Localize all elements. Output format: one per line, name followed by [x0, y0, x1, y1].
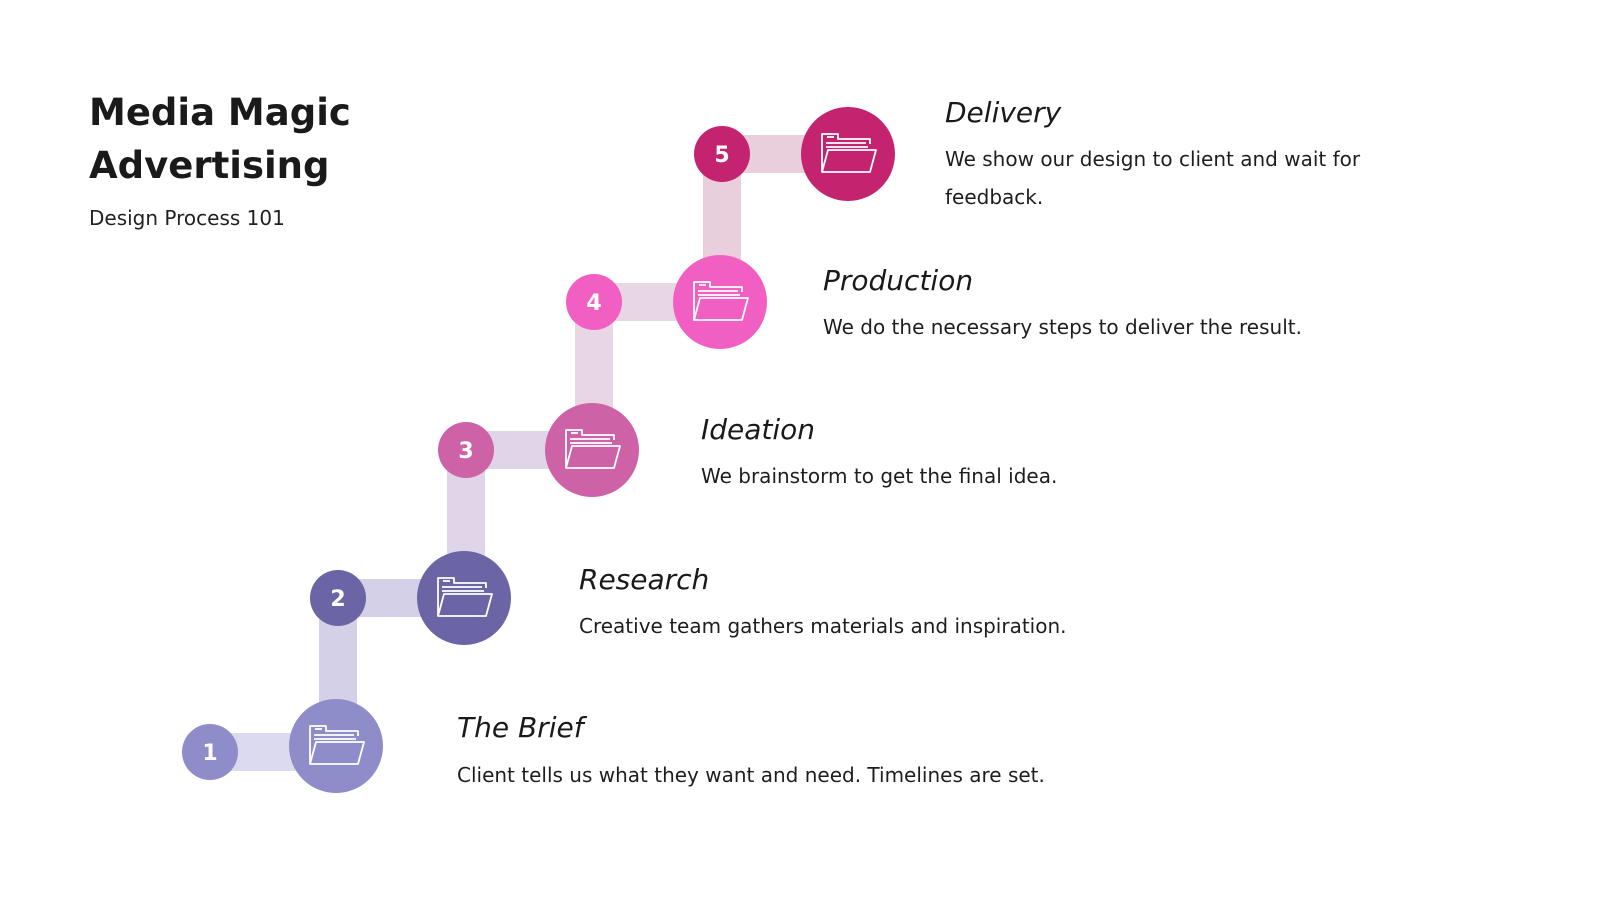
step-4-circle — [673, 255, 767, 349]
step-2-node: 2 — [310, 551, 511, 645]
step-3-node: 3 — [438, 403, 639, 497]
step-1-description: Client tells us what they want and need.… — [457, 763, 1045, 787]
folder-icon — [821, 133, 877, 173]
step-3-description: We brainstorm to get the final idea. — [701, 464, 1058, 488]
step-2-number: 2 — [330, 587, 345, 612]
folder-icon — [565, 429, 621, 469]
step-3-circle — [545, 403, 639, 497]
step-1-heading: The Brief — [457, 711, 584, 744]
page-title: Media Magic Advertising — [89, 91, 351, 187]
step-1-circle — [289, 699, 383, 793]
step-4-number-badge — [566, 274, 622, 330]
step-1-number: 1 — [202, 741, 217, 766]
folder-icon — [437, 577, 493, 617]
step-5-node: 5 — [694, 107, 895, 201]
step-4-heading: Production — [823, 264, 974, 297]
step-5-circle — [801, 107, 895, 201]
step-4-number: 4 — [586, 291, 601, 316]
step-5-heading: Delivery — [945, 96, 1062, 129]
step-3-heading: Ideation — [701, 413, 816, 446]
step-1-node: 1 — [182, 699, 383, 793]
step-2-circle — [417, 551, 511, 645]
step-2-number-badge — [310, 570, 366, 626]
folder-icon — [309, 725, 365, 765]
step-1-number-badge — [182, 724, 238, 780]
step-3-number: 3 — [458, 439, 473, 464]
step-5-description: We show our design to client and wait fo… — [945, 147, 1361, 209]
step-4-node: 4 — [566, 255, 767, 349]
step-5-number: 5 — [714, 143, 729, 168]
step-2-heading: Research — [579, 563, 710, 596]
step-2-description: Creative team gathers materials and insp… — [579, 614, 1067, 638]
step-5-number-badge — [694, 126, 750, 182]
folder-icon — [693, 281, 749, 321]
step-3-number-badge — [438, 422, 494, 478]
step-4-description: We do the necessary steps to deliver the… — [823, 315, 1302, 339]
page-subtitle: Design Process 101 — [89, 206, 285, 230]
